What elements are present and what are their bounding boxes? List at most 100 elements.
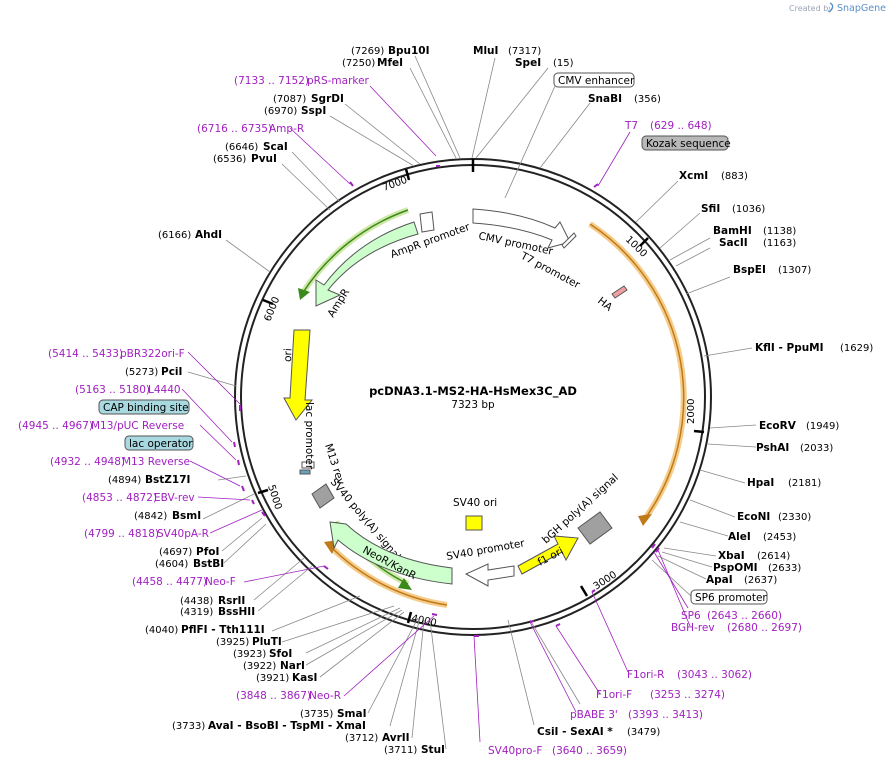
svg-text:SfiI: SfiI — [701, 203, 720, 215]
svg-text:(4697): (4697) — [159, 547, 192, 558]
svg-text:Neo-F: Neo-F — [205, 576, 236, 588]
svg-text:EcoRV: EcoRV — [759, 420, 797, 432]
svg-text:BamHI: BamHI — [713, 225, 752, 237]
svg-text:AhdI: AhdI — [195, 229, 222, 241]
svg-text:PvuI: PvuI — [251, 153, 277, 165]
label-sv40-ori: SV40 ori — [453, 497, 497, 509]
svg-text:AvrII: AvrII — [382, 732, 410, 744]
plasmid-length: 7323 bp — [451, 399, 495, 411]
svg-text:(2033): (2033) — [800, 443, 833, 454]
svg-text:(356): (356) — [634, 94, 661, 105]
svg-text:SacII: SacII — [719, 237, 748, 249]
svg-text:SV40pro-F: SV40pro-F — [488, 745, 542, 757]
svg-text:Bpu10I: Bpu10I — [388, 45, 430, 57]
restriction-sites: (7269)Bpu10I (7250)MfeI MluI(7317) SpeI(… — [108, 45, 873, 756]
svg-text:(4894): (4894) — [108, 475, 141, 486]
svg-text:(3043 .. 3062): (3043 .. 3062) — [677, 669, 752, 681]
svg-text:ScaI: ScaI — [263, 141, 288, 153]
svg-text:(4799 .. 4818): (4799 .. 4818) — [84, 528, 159, 540]
svg-text:SmaI: SmaI — [337, 708, 367, 720]
svg-text:(1163): (1163) — [763, 238, 796, 249]
svg-text:(4458 .. 4477): (4458 .. 4477) — [132, 576, 207, 588]
tick-7000: 7000 — [381, 175, 409, 194]
svg-text:(6536): (6536) — [213, 154, 246, 165]
svg-text:(4040): (4040) — [145, 625, 178, 636]
svg-text:(3479): (3479) — [627, 727, 660, 738]
svg-text:(3253 .. 3274): (3253 .. 3274) — [650, 689, 725, 701]
svg-text:BspEI: BspEI — [733, 264, 766, 276]
svg-text:MluI: MluI — [473, 45, 498, 57]
svg-text:(4842): (4842) — [134, 511, 167, 522]
tick-2000: 2000 — [686, 399, 697, 424]
svg-text:(4604): (4604) — [155, 559, 188, 570]
svg-text:(1036): (1036) — [732, 204, 765, 215]
svg-text:(7133 .. 7152): (7133 .. 7152) — [234, 75, 309, 87]
svg-text:SnaBI: SnaBI — [588, 93, 622, 105]
svg-text:Kozak sequence: Kozak sequence — [646, 138, 731, 150]
svg-text:AleI: AleI — [728, 531, 751, 543]
svg-text:(2680 .. 2697): (2680 .. 2697) — [727, 622, 802, 634]
svg-text:HpaI: HpaI — [747, 477, 774, 489]
tick-6000: 6000 — [263, 295, 283, 323]
svg-text:(15): (15) — [553, 58, 574, 69]
snapgene-logo-icon — [827, 2, 834, 12]
svg-text:(3921): (3921) — [256, 673, 289, 684]
svg-text:SP6 promoter: SP6 promoter — [695, 592, 767, 604]
feature-cmv-promoter: CMV promoter — [472, 208, 571, 258]
brand-name: SnapGene — [837, 3, 886, 14]
svg-text:BGH-rev: BGH-rev — [671, 622, 715, 634]
svg-text:(1307): (1307) — [778, 265, 811, 276]
plasmid-name: pcDNA3.1-MS2-HA-HsMex3C_AD — [369, 384, 577, 399]
credit-prefix: Created by — [789, 4, 833, 13]
svg-text:(2181): (2181) — [788, 478, 821, 489]
svg-text:(3640 .. 3659): (3640 .. 3659) — [552, 745, 627, 757]
svg-text:(4438): (4438) — [180, 596, 213, 607]
svg-text:F1ori-R: F1ori-R — [627, 669, 664, 681]
svg-text:(6166): (6166) — [158, 230, 191, 241]
feature-sv40-ori: SV40 ori — [453, 497, 497, 531]
svg-text:(1629): (1629) — [840, 343, 873, 354]
svg-text:(7250): (7250) — [342, 58, 375, 69]
svg-text:(3923): (3923) — [233, 649, 266, 660]
svg-text:BsmI: BsmI — [172, 510, 201, 522]
svg-text:XbaI: XbaI — [718, 550, 745, 562]
svg-text:pBABE 3': pBABE 3' — [570, 709, 618, 721]
feature-sv40-promoter: SV40 promoter — [445, 537, 526, 587]
svg-text:ApaI: ApaI — [706, 574, 733, 586]
box-sp6-promoter: SP6 promoter — [690, 589, 768, 605]
svg-text:pRS-marker: pRS-marker — [307, 75, 370, 87]
svg-text:Amp-R: Amp-R — [269, 123, 304, 135]
feature-bgh-polya: bGH poly(A) signal — [540, 472, 621, 547]
svg-text:PspOMI: PspOMI — [713, 562, 758, 574]
svg-text:(3735): (3735) — [300, 709, 333, 720]
svg-text:(7087): (7087) — [273, 94, 306, 105]
svg-text:PciI: PciI — [161, 366, 182, 378]
svg-text:(4319): (4319) — [180, 607, 213, 618]
svg-text:(3848 .. 3867): (3848 .. 3867) — [236, 690, 311, 702]
leader-lines — [187, 55, 757, 750]
svg-text:PshAI: PshAI — [756, 442, 789, 454]
svg-text:PfoI: PfoI — [196, 546, 219, 558]
svg-text:SP6: SP6 — [681, 610, 701, 622]
svg-text:KasI: KasI — [292, 672, 317, 684]
svg-text:SfoI: SfoI — [269, 648, 292, 660]
svg-text:Neo-R: Neo-R — [309, 690, 341, 702]
label-ha: HA — [595, 295, 615, 314]
svg-text:BstBI: BstBI — [193, 558, 224, 570]
feature-ha: HA — [595, 285, 628, 314]
svg-text:PflFI - Tth111I: PflFI - Tth111I — [181, 624, 265, 636]
svg-text:M13 Reverse: M13 Reverse — [122, 456, 190, 468]
svg-text:RsrII: RsrII — [218, 595, 245, 607]
svg-text:XcmI: XcmI — [679, 170, 708, 182]
svg-text:F1ori-F: F1ori-F — [596, 689, 632, 701]
svg-text:(5414 .. 5433): (5414 .. 5433) — [48, 348, 123, 360]
svg-text:(1138): (1138) — [763, 226, 796, 237]
svg-text:(6716 .. 6735): (6716 .. 6735) — [197, 123, 272, 135]
orf-arcs — [324, 221, 687, 608]
svg-text:PluTI: PluTI — [252, 636, 282, 648]
svg-text:(629 .. 648): (629 .. 648) — [650, 120, 712, 132]
svg-text:(3393 .. 3413): (3393 .. 3413) — [628, 709, 703, 721]
svg-text:BstZ17I: BstZ17I — [145, 474, 190, 486]
svg-text:KflI - PpuMI: KflI - PpuMI — [755, 342, 824, 354]
